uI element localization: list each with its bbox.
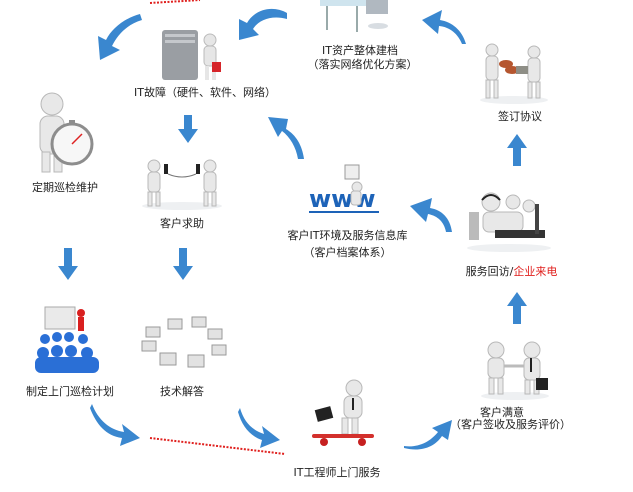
customer-info-db-subtitle: （客户档案体系） (303, 246, 392, 259)
customer-info-db-title: 客户IT环境及服务信息库 (287, 229, 408, 242)
workstations-circle-icon (138, 315, 230, 370)
service-callback-label: 服务回访/企业来电 (464, 264, 559, 279)
customer-satisfied-title: 客户满意 (480, 406, 524, 419)
curved-arrow-to-info-db (410, 198, 452, 232)
stopwatch-figure-icon (30, 90, 100, 175)
skateboard-engineer-icon (312, 379, 378, 450)
asset-archive-subtitle: （落实网络优化方案） (307, 58, 418, 71)
arrow-down-to-onsite-plan (58, 248, 78, 280)
curved-arrow-to-engineer (238, 408, 280, 448)
tech-answer-label: 技术解答 (160, 385, 204, 398)
engineer-onsite-label: IT工程师上门服务 (293, 466, 381, 479)
curved-arrow-to-satisfied (404, 420, 452, 450)
regular-inspection-label: 定期巡检维护 (32, 181, 98, 194)
curved-arrow-from-plan (90, 404, 140, 446)
handshake-icon (480, 340, 550, 400)
curved-arrow-to-it-fault (239, 8, 287, 40)
customer-satisfied-subtitle: （客户签收及服务评价） (450, 418, 571, 431)
asset-archive-title: IT资产整体建档 (322, 44, 398, 57)
sign-agreement-label: 签订协议 (498, 110, 542, 123)
call-center-icon (465, 190, 553, 252)
dotted-line-top (149, 0, 201, 4)
phone-call-icon (140, 158, 225, 210)
service-callback-text: 服务回访/ (465, 265, 514, 278)
server-technician-icon (160, 28, 225, 84)
presentation-crowd-icon (35, 305, 100, 375)
it-fault-label: IT故障（硬件、软件、网络） (134, 86, 276, 99)
office-desk-icon (318, 0, 398, 34)
handover-agreement-icon (478, 42, 550, 104)
enterprise-call-text: 企业来电 (513, 265, 558, 278)
onsite-plan-label: 制定上门巡检计划 (26, 385, 114, 398)
curved-arrow-to-inspection (98, 14, 142, 60)
curved-arrow-to-asset-archive (422, 10, 466, 44)
arrow-down-to-customer-help (178, 115, 198, 143)
www-figure-icon: www (305, 163, 385, 223)
arrow-up-to-agreement (507, 134, 527, 166)
arrow-down-to-tech-answer (173, 248, 193, 280)
curved-arrow-to-it-fault-from-db (268, 117, 304, 159)
customer-help-label: 客户求助 (160, 217, 204, 230)
svg-text:www: www (309, 185, 376, 213)
arrow-up-to-callback (507, 292, 527, 324)
dotted-line-bottom (149, 437, 286, 455)
